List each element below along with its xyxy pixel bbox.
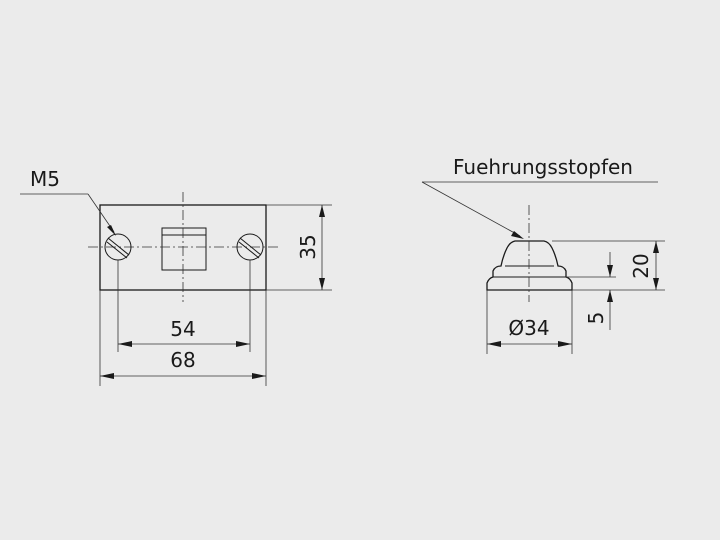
- part-name-callout: Fuehrungsstopfen: [421, 155, 658, 239]
- hole-spacing-label: 54: [170, 317, 195, 341]
- hole-spacing-dimension: 54: [117, 260, 251, 352]
- center-square: [161, 227, 207, 271]
- guide-stopper-view: Fuehrungsstopfen 20 5 Ø34: [421, 155, 665, 354]
- stopper-height-dimension: 20: [552, 240, 665, 291]
- plate-width-dimension: 68: [99, 290, 267, 386]
- stopper-height-label: 20: [629, 253, 653, 278]
- plate-height-dimension: 35: [266, 204, 332, 291]
- thread-callout: M5: [20, 167, 116, 236]
- base-height-dimension: 5: [566, 252, 616, 330]
- plate-height-label: 35: [296, 234, 320, 259]
- mounting-plate-view: M5 35 54 68: [20, 167, 332, 386]
- base-height-label: 5: [584, 312, 608, 325]
- part-name-label: Fuehrungsstopfen: [453, 155, 633, 179]
- stopper-diameter-dimension: Ø34: [486, 290, 573, 354]
- stopper-diameter-label: Ø34: [508, 316, 549, 340]
- plate-width-label: 68: [170, 348, 195, 372]
- stopper-profile: [486, 240, 573, 291]
- thread-label: M5: [30, 167, 60, 191]
